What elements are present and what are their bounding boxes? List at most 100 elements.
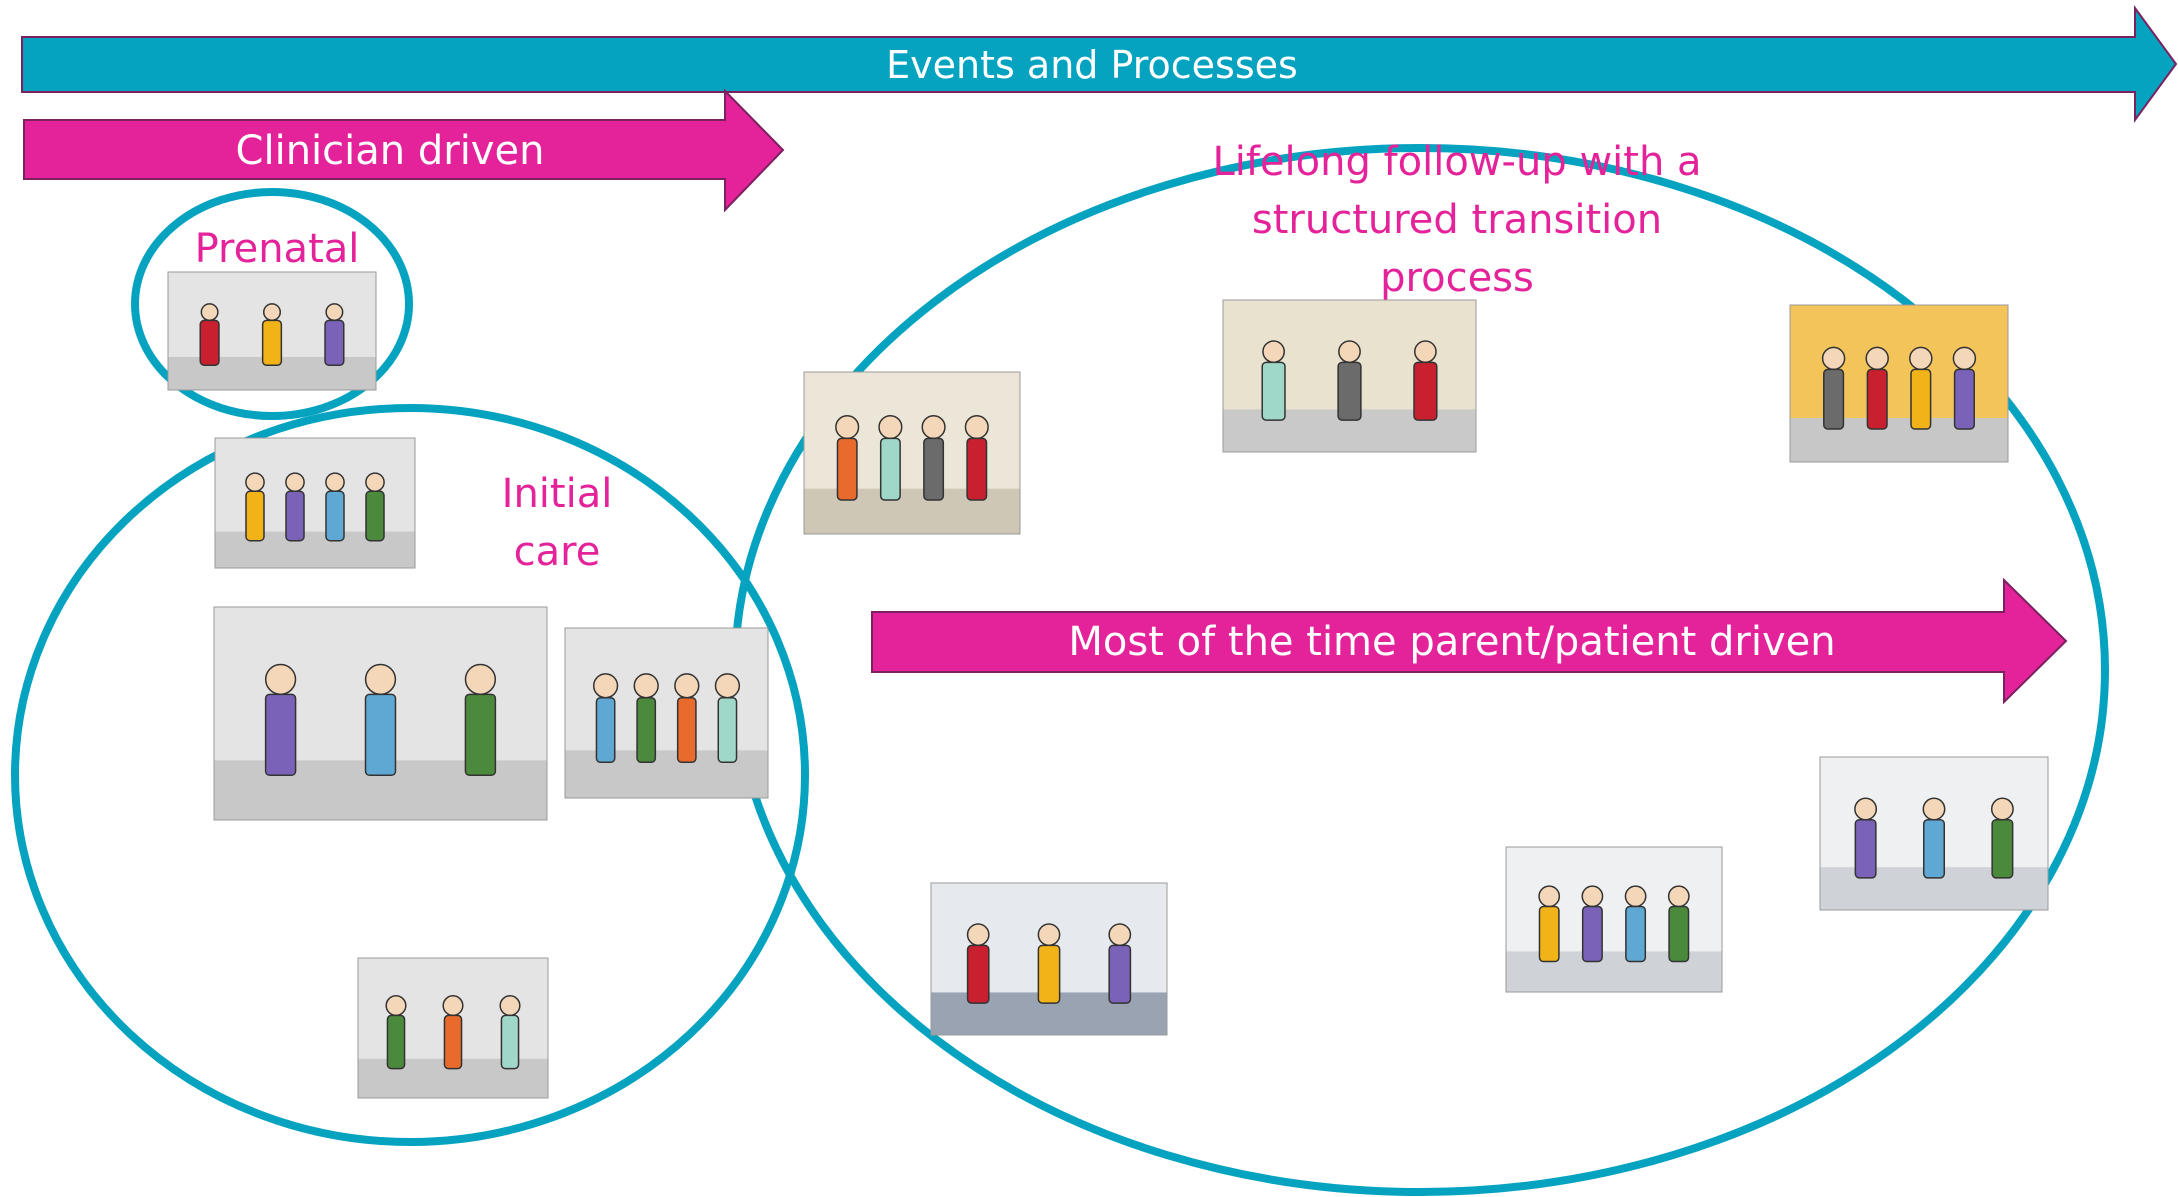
figure-body [285, 490, 305, 542]
figure-body [1108, 944, 1132, 1004]
illustration-frame [803, 371, 1021, 535]
figure-head [964, 414, 989, 440]
initial-care-label-line1: Initial [502, 471, 613, 517]
figure-head [262, 303, 282, 322]
home-baby-stroller-scene-illustration [803, 371, 1021, 535]
parent-driven-arrow [871, 577, 2068, 705]
figure-body [717, 696, 738, 764]
illustration-floor [565, 750, 768, 798]
figure-head [1108, 923, 1132, 947]
figure-head [1821, 346, 1846, 371]
illustration-frame [167, 271, 377, 391]
illustration-frame [1505, 846, 1723, 993]
nicu-scene-illustration [357, 957, 549, 1099]
figure-head [385, 995, 407, 1017]
figure-head [674, 673, 700, 699]
figure-body [245, 490, 265, 542]
figure-body [464, 693, 497, 777]
figure-body [386, 1014, 406, 1070]
figure-head [1338, 340, 1361, 364]
figure-head [245, 472, 265, 493]
figure-head [200, 303, 219, 322]
figure-head [1909, 346, 1933, 371]
figure-body [365, 490, 385, 542]
figure-head [633, 673, 659, 699]
figure-head [1865, 346, 1889, 371]
figure-head [499, 995, 521, 1017]
figure-body [836, 437, 858, 501]
clinician-driven-label: Clinician driven [236, 128, 545, 174]
figure-body [1823, 368, 1845, 430]
figure-head [1667, 885, 1690, 908]
figure-head [364, 663, 397, 696]
events-processes-label: Events and Processes [886, 43, 1298, 87]
illustration-frame [214, 437, 416, 569]
figure-head [1414, 340, 1437, 364]
figure-head [835, 414, 860, 440]
figure-head [1624, 885, 1647, 908]
figure-body [923, 437, 945, 501]
figure-head [966, 923, 990, 947]
figure-body [879, 437, 901, 501]
figure-head [442, 995, 464, 1017]
figure-body [966, 944, 990, 1004]
figure-body [676, 696, 697, 764]
figure-head [878, 414, 903, 440]
hospital-city-walk-scene-illustration [1505, 846, 1723, 993]
illustration-frame [1222, 299, 1477, 453]
clinician-driven-arrow [23, 88, 785, 213]
figure-body [1910, 368, 1932, 430]
figure-head [1952, 346, 1977, 371]
figure-body [595, 696, 616, 764]
figure-body [324, 319, 345, 366]
exercise-test-scene-illustration [1222, 299, 1477, 453]
figure-head [325, 303, 344, 322]
lifelong-label-line2: structured transition [1252, 197, 1662, 243]
figure-body [636, 696, 657, 764]
figure-head [464, 663, 497, 696]
initial-care-circle [11, 404, 809, 1146]
illustration-floor [804, 488, 1020, 534]
parent-driven-label: Most of the time parent/patient driven [1068, 619, 1835, 665]
prenatal-circle [131, 188, 413, 420]
figure-body [1668, 905, 1690, 963]
figure-body [1922, 818, 1946, 879]
figure-body [264, 693, 297, 777]
figure-head [592, 673, 619, 699]
lifelong-label-line1: Lifelong follow-up with a [1212, 139, 1701, 185]
figure-body [261, 319, 283, 366]
figure-body [1625, 905, 1647, 963]
figure-body [1581, 905, 1603, 963]
events-processes-arrow [21, 4, 2178, 124]
figure-head [365, 472, 385, 493]
figure-body [1866, 368, 1888, 430]
figure-head [1990, 797, 2014, 821]
illustration-floor [215, 531, 415, 568]
illustration-floor [1506, 951, 1722, 992]
operating-room-door-scene-illustration [213, 606, 548, 821]
teleconsultation-scene-illustration [1789, 304, 2009, 463]
newborn-cot-scene-illustration [214, 437, 416, 569]
illustration-frame [213, 606, 548, 821]
illustration-frame [357, 957, 549, 1099]
figure-body [500, 1014, 520, 1070]
figure-body [1261, 361, 1286, 421]
illustration-floor [1790, 418, 2008, 462]
figure-body [1037, 944, 1061, 1004]
figure-body [443, 1014, 463, 1070]
figure-head [1262, 340, 1285, 364]
figure-head [1922, 797, 1946, 821]
prenatal-label: Prenatal [195, 226, 360, 272]
figure-body [1991, 818, 2014, 879]
figure-body [1413, 361, 1438, 421]
shared-meal-scene-illustration [930, 882, 1168, 1036]
illustration-frame [930, 882, 1168, 1036]
figure-head [1538, 885, 1561, 908]
market-shopping-scene-illustration [1819, 756, 2049, 911]
figure-body [1854, 818, 1877, 879]
figure-body [325, 490, 345, 542]
figure-body [1953, 368, 1975, 430]
figure-head [1854, 797, 1878, 821]
